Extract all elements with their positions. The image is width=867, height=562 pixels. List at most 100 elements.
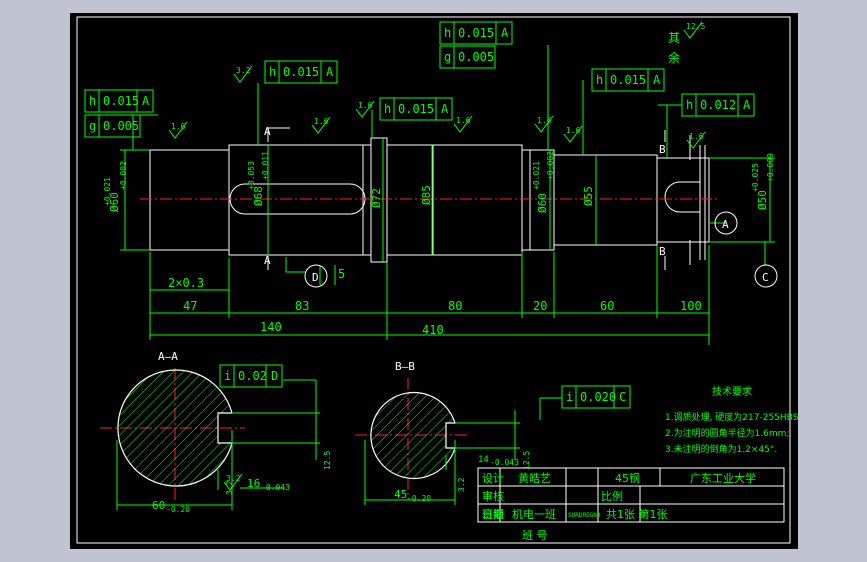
- section-bb-width-tol: -0.20: [407, 494, 431, 503]
- title-date: 日期: [482, 508, 504, 521]
- roughness-value: 1.6: [314, 117, 329, 126]
- length-dimension: 140: [260, 320, 282, 334]
- title-stamp: SURDREGND: [568, 512, 601, 519]
- tolerance-value: 0.005: [103, 119, 139, 133]
- tolerance-symbol: g: [444, 50, 451, 64]
- length-dimension: 60: [600, 299, 614, 313]
- tolerance-symbol: i: [566, 390, 573, 404]
- tolerance-frame: [264, 60, 338, 84]
- roughness-value: 3.2: [236, 66, 251, 75]
- tolerance-datum: A: [653, 73, 661, 87]
- diameter-label: Ø60: [536, 193, 549, 213]
- diameter-label: Ø72: [370, 188, 383, 208]
- dimension-lines: [120, 45, 775, 345]
- tolerance-symbol: h: [384, 102, 391, 116]
- title-sheets: 共1张 第1张: [606, 507, 668, 521]
- roughness-value: 1.6: [171, 122, 186, 131]
- tolerance-datum: A: [743, 98, 751, 112]
- roughness-value: 3.2: [226, 474, 241, 483]
- roughness-symbol: [534, 115, 554, 133]
- shaft-drawing: h0.015Ag0.005h0.015Ah0.015Ah0.015Ag0.005…: [76, 16, 798, 544]
- title-material: 45钢: [615, 472, 640, 485]
- section-aa-width: 60: [152, 499, 165, 512]
- tolerance-value: 0.015: [103, 94, 139, 108]
- tolerance-datum: D: [271, 369, 278, 383]
- tolerance-frame: [561, 385, 631, 409]
- section-bb-title: B—B: [395, 360, 415, 373]
- roughness-symbol: [563, 125, 583, 143]
- tolerance-symbol: i: [224, 369, 231, 383]
- section-label-a: A: [264, 125, 271, 138]
- title-class-name: 机电一班: [512, 507, 556, 521]
- roughness-symbol: [683, 21, 703, 39]
- section-bb-key: 14: [478, 455, 489, 465]
- diameter-tolerance: +0.002: [546, 151, 555, 180]
- title-class-prefix: 班级: [482, 508, 504, 521]
- tolerance-value: 0.015: [398, 102, 434, 116]
- tolerance-datum: A: [501, 26, 509, 40]
- length-dimension: 2×0.3: [168, 276, 204, 290]
- remaining-note-1: 其: [668, 31, 680, 45]
- section-aa-rough: 3.2: [225, 480, 234, 495]
- diameter-tolerance: +0.021: [103, 177, 112, 206]
- tolerance-datum: A: [441, 102, 449, 116]
- diameter-tolerance: +0.021: [532, 161, 541, 190]
- datum-circle: [304, 264, 328, 288]
- section-aa-view: [116, 369, 320, 510]
- datum-a: A: [722, 218, 729, 231]
- diameter-label: Ø50: [756, 190, 769, 210]
- section-label-b: B: [659, 245, 666, 258]
- tech-item: 3.未注明的倒角为1.2×45°.: [665, 443, 777, 455]
- tolerance-value: 0.015: [458, 26, 494, 40]
- length-dimension: 20: [533, 299, 547, 313]
- tolerance-value: 0.005: [458, 50, 494, 64]
- tech-item: 2.为注明的圆角半径为1.6mm;: [665, 427, 789, 439]
- section-aa-key: 16: [247, 477, 260, 490]
- tolerance-value: 0.015: [283, 65, 319, 79]
- section-bb-rough: 12.5: [522, 451, 531, 470]
- diameter-label: Ø55: [582, 186, 595, 206]
- tolerance-frame: [439, 21, 513, 45]
- title-block: [477, 467, 785, 523]
- tolerance-value: 0.012: [700, 98, 736, 112]
- tolerance-symbol: h: [444, 26, 451, 40]
- section-aa-rough: 12.5: [323, 451, 332, 470]
- title-design: 设计: [482, 472, 504, 485]
- diameter-label: Ø85: [420, 185, 433, 205]
- roughness-symbol: [168, 121, 188, 139]
- tolerance-frame: [84, 89, 154, 113]
- datum-d: D: [312, 271, 319, 284]
- diameter-tolerance: +0.011: [261, 151, 270, 180]
- section-aa-width-tol: -0.20: [166, 505, 190, 514]
- length-dimension: 80: [448, 299, 462, 313]
- tech-title: 技术要求: [712, 385, 752, 398]
- length-dimension: 5: [338, 267, 345, 281]
- tolerance-symbol: h: [596, 73, 603, 87]
- roughness-symbol: [355, 100, 375, 118]
- datum-c: C: [762, 271, 769, 284]
- section-aa-title: A—A: [158, 350, 178, 363]
- length-dimension: 47: [183, 299, 197, 313]
- tolerance-value: 0.015: [610, 73, 646, 87]
- tolerance-frame: [379, 97, 453, 121]
- diameter-tolerance: +0.009: [766, 153, 775, 182]
- section-markers: [267, 127, 691, 270]
- tolerance-symbol: h: [89, 94, 96, 108]
- title-check: 审核: [482, 489, 504, 503]
- roughness-value: 1.6: [456, 116, 471, 125]
- section-bb-view: [364, 391, 562, 505]
- diameter-tolerance: +0.002: [119, 161, 128, 190]
- tolerance-frame: [219, 364, 283, 388]
- tolerance-datum: A: [326, 65, 334, 79]
- roughness-symbol: [311, 116, 331, 134]
- tolerance-symbol: g: [89, 119, 96, 133]
- section-label-a: A: [264, 254, 271, 267]
- tolerance-value: 0.020: [580, 390, 616, 404]
- tolerance-frame: [591, 68, 665, 92]
- roughness-symbol: [223, 473, 243, 491]
- shaft-outline: [149, 137, 710, 263]
- title-label-bottom: 班 号: [522, 529, 548, 542]
- section-bb-rough: 3.2: [457, 477, 466, 492]
- tolerance-value: 0.02: [238, 369, 267, 383]
